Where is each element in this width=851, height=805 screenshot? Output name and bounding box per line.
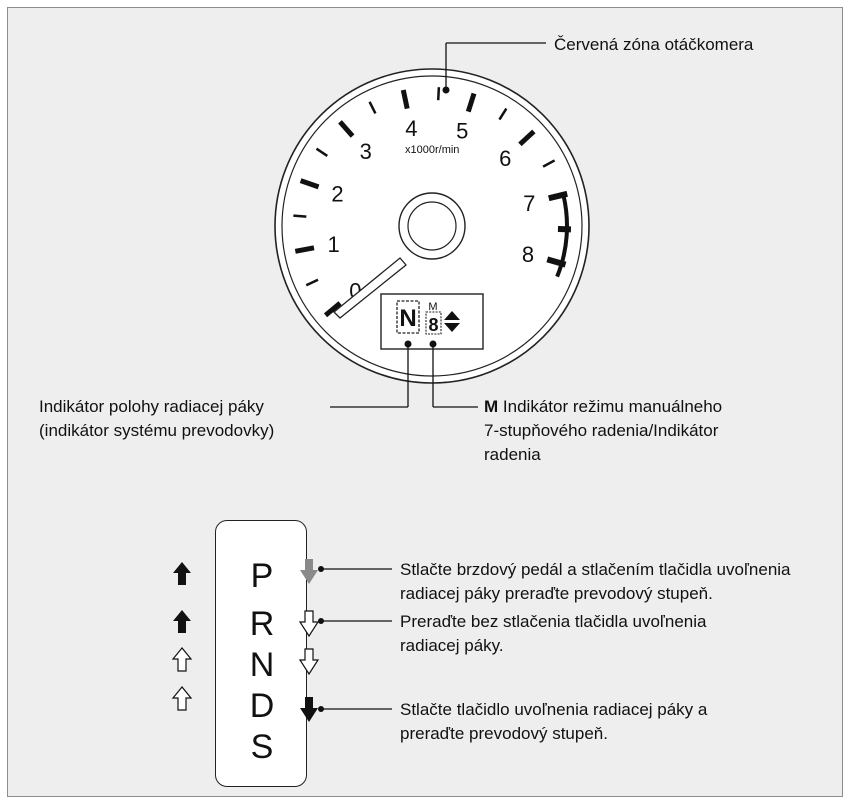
arrow-down-filled-icon [300,697,318,722]
redzone-band [555,194,569,278]
note-2-line1: Preraďte bez stlačenia tlačidla uvoľneni… [400,612,707,631]
gauge-number: 7 [523,191,535,216]
gear-selector-pattern: P R N D S [215,520,307,787]
gauge-inner-ring [281,75,583,377]
manual-mode-letter: M [428,301,437,313]
gauge-tick [368,101,377,114]
gauge-number: 8 [522,242,534,267]
redzone-label: Červená zóna otáčkomera [554,35,754,54]
manual-mode-leader [429,340,478,408]
manual-mode-label-line2: 7-stupňového radenia/Indikátor [484,421,719,440]
arrow-up-filled-icon [173,610,191,633]
gauge-number: 5 [456,119,468,144]
position-indicator-box [396,300,420,334]
note-2-line2: radiacej páky. [400,636,504,655]
position-indicator-glyph: N [399,305,416,332]
gauge-tick [323,301,342,318]
gauge-tick [294,245,315,254]
note-1-line1: Stlačte brzdový pedál a stlačením tlačid… [400,560,791,579]
gauge-tick [548,190,568,202]
gauge-tick [518,129,536,147]
gear-indicator-box [425,311,442,335]
note-3-line1: Stlačte tlačidlo uvoľnenia radiacej páky… [400,700,708,719]
arrow-down-outline-icon [298,648,320,676]
gauge-tick [436,87,441,101]
gauge-hub-inner [407,201,457,251]
arrow-up-filled-icon [173,562,191,585]
gear-arrows [171,559,392,722]
position-indicator-label-line2: (indikátor systému prevodovky) [39,421,275,440]
gauge-tick [293,214,307,218]
gauge-number: 4 [405,116,417,141]
position-indicator-leader [330,340,412,408]
position-indicator-label-line1: Indikátor polohy radiacej páky [39,397,264,416]
gauge-number: 3 [360,139,372,164]
manual-mode-bold-prefix: M [484,397,499,416]
gear-s: S [250,728,274,766]
note-leaders [318,566,392,712]
arrow-down-outline-icon [298,610,320,638]
gear-r: R [249,605,275,643]
gauge-tick [498,107,508,121]
shift-down-indicator-icon [444,323,460,332]
gear-p: P [250,557,274,595]
note-1-line2: radiacej páky preraďte prevodový stupeň. [400,584,713,603]
gauge-tick [315,147,328,157]
tachometer-needle [333,257,407,319]
rpm-unit-label: x1000r/min [405,144,459,156]
arrow-up-outline-icon [171,686,193,711]
manual-mode-text: Indikátor režimu manuálneho [502,397,723,416]
gear-d: D [249,687,275,725]
gear-n: N [249,646,275,684]
gauge-tick [400,89,410,110]
arrow-up-outline-icon [171,647,193,672]
gauge-tick [542,159,556,168]
redzone-leader [442,42,546,94]
gear-indicator-glyph: 8 [428,315,438,335]
arrow-down-gray-icon [300,559,318,584]
gauge-number: 2 [331,181,343,206]
gauge-tick [338,120,355,138]
shift-up-indicator-icon [444,311,460,320]
gauge-ticks [293,87,572,318]
note-3-line2: preraďte prevodový stupeň. [400,724,608,743]
gauge-number: 6 [499,146,511,171]
manual-mode-label-line1: M Indikátor režimu manuálneho [484,395,722,419]
gauge-tick [305,278,319,287]
shift-display: N M 8 [380,293,484,350]
gauge-tick [299,178,320,190]
gauge-tick [465,92,477,113]
manual-mode-label-line3: radenia [484,445,541,464]
gauge-number: 1 [328,232,340,257]
